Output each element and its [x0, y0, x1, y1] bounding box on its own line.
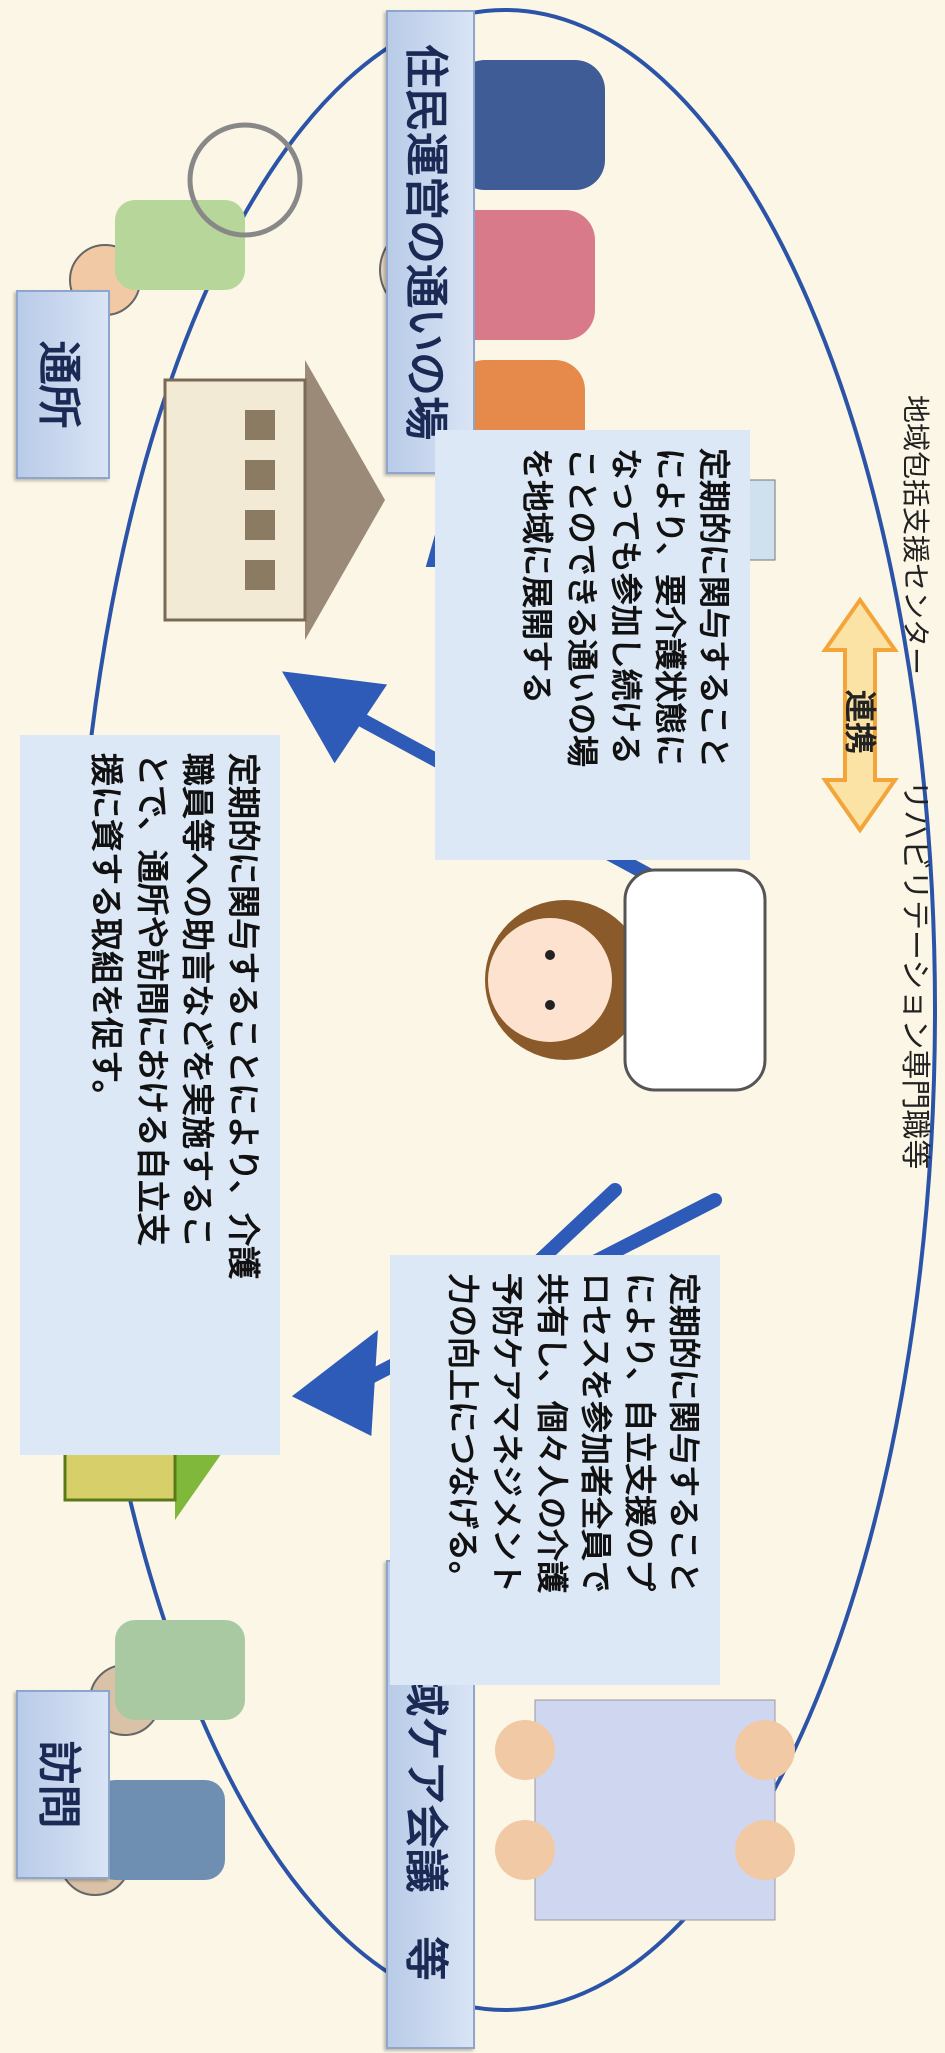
desc-line: とで、通所や訪問における自立支	[132, 753, 172, 1246]
support-center-caption: 地域包括支援センター	[899, 395, 932, 676]
desc-line: 職員等への助言などを実施するこ	[178, 753, 218, 1248]
desc-line: なっても参加し続ける	[606, 448, 645, 765]
arrow-to-day-service-head	[281, 671, 388, 764]
desc-line: により、自立支援のプ	[620, 1273, 659, 1592]
desc-line: 定期的に関与すること	[695, 448, 733, 769]
label-community-place: 住民運営の通いの場	[386, 10, 475, 474]
day-service-building-illustration	[163, 360, 385, 640]
meeting-description: 定期的に関与すること により、自立支援のプ ロセスを参加者全員で 共有し、個々人…	[390, 1255, 720, 1685]
rehab-specialist-caption: リハビリテーション専門職等	[897, 780, 932, 1170]
cooperation-label: 連携	[841, 690, 879, 755]
community-description: 定期的に関与すること により、要介護状態に なっても参加し続ける ことのできる通…	[435, 430, 750, 860]
desc-line: ことのできる通いの場	[562, 448, 601, 768]
cooperation-arrow	[821, 596, 899, 834]
desc-line: により、要介護状態に	[650, 448, 689, 767]
desc-line: 予防ケアマネジメント	[488, 1273, 527, 1594]
rehab-specialist-illustration	[485, 868, 767, 1092]
label-day-service: 通所	[16, 290, 110, 479]
desc-line: を地域に展開する	[518, 448, 557, 705]
desc-line: 力の向上につなげる。	[444, 1273, 483, 1594]
desc-line: 共有し、個々人の介護	[532, 1273, 571, 1594]
desc-line: 定期的に関与すること	[665, 1273, 703, 1594]
desc-line: 定期的に関与することにより、介護	[224, 753, 263, 1280]
day-service-people-illustration	[69, 122, 303, 316]
desc-line: 援に資する取組を促す。	[87, 753, 127, 1113]
care-meeting-illustration	[495, 1699, 795, 1921]
label-visit: 訪問	[16, 1690, 110, 1879]
day-visit-description: 定期的に関与することにより、介護 職員等への助言などを実施するこ とで、通所や訪…	[20, 735, 280, 1455]
desc-line: ロセスを参加者全員で	[576, 1273, 615, 1594]
arrow-to-visit-head	[291, 1330, 378, 1436]
